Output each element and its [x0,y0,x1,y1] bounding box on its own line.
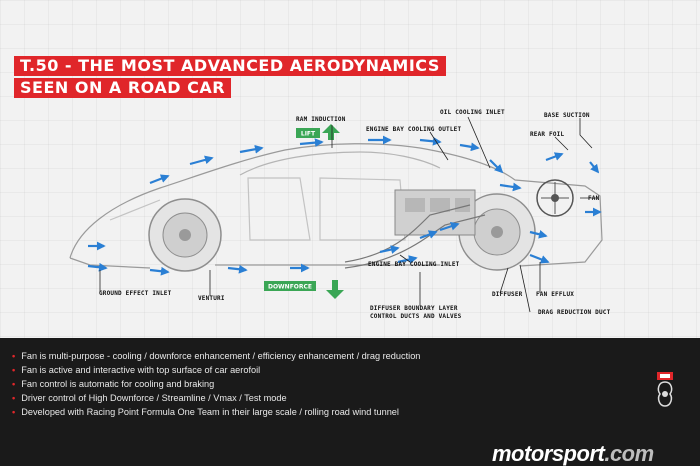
airflow-arrow [189,155,214,166]
rear-wheel [458,193,536,271]
bullet-dot-icon: • [12,379,16,389]
label-venturi: VENTURI [198,295,225,302]
label-ram-induction: RAM INDUCTION [296,116,346,123]
callout-lines [99,116,598,313]
airflow-arrow [149,266,170,276]
label-rear-foil: REAR FOIL [530,131,564,138]
label-fan: FAN [588,195,600,202]
title-line-1: T.50 - THE MOST ADVANCED AERODYNAMICS [14,56,446,76]
bullet-item: •Developed with Racing Point Formula One… [12,407,399,417]
airflow-arrows [87,135,602,276]
airflow-arrow [589,161,600,174]
engine-block [394,189,476,236]
label-base-suction: BASE SUCTION [544,112,590,119]
bullet-item: •Fan is multi-purpose - cooling / downfo… [12,351,421,361]
bullet-dot-icon: • [12,365,16,375]
label-fan-efflux: FAN EFFLUX [536,291,574,298]
airflow-arrow [419,230,438,240]
airflow-arrow [227,264,248,274]
lift-arrow: LIFT [296,124,340,140]
bullet-item: •Fan is active and interactive with top … [12,365,261,375]
bullet-item: •Driver control of High Downforce / Stre… [12,393,287,403]
airflow-arrow [239,144,264,154]
airflow-arrow [149,174,170,185]
motorsport-logo: motorsport.com [492,443,692,465]
airflow-arrow [529,253,550,264]
airflow-arrow [545,152,564,162]
airflow-arrow [499,182,522,192]
car-body [69,143,603,269]
bullet-list: •Fan is multi-purpose - cooling / downfo… [12,349,420,419]
brand-name: motorsport [492,441,605,466]
label-diffuser-boundary-line-2: CONTROL DUCTS AND VALVES [370,313,462,320]
label-diffuser-boundary-line-1: DIFFUSER BOUNDARY LAYER [370,305,458,312]
info-panel: •Fan is multi-purpose - cooling / downfo… [0,338,700,466]
brand-domain: .com [604,441,654,466]
airflow-arrow [439,222,460,232]
label-diffuser: DIFFUSER [492,291,523,298]
airflow-arrow [529,230,548,239]
lift-label: LIFT [301,131,316,138]
underfloor-duct [344,204,486,269]
car-aero-diagram: LIFT DOWNFORCE RAM INDUCTION ENGINE BAY … [69,109,611,320]
bullet-dot-icon: • [12,351,16,361]
airflow-arrow [87,262,108,272]
front-wheel [148,198,222,272]
airflow-arrow [299,138,324,148]
airflow-arrow [459,142,480,152]
bullet-item: •Fan control is automatic for cooling an… [12,379,215,389]
title-line-2: SEEN ON A ROAD CAR [14,78,232,98]
team-crest-icon [657,372,673,407]
label-engine-bay-cooling-outlet: ENGINE BAY COOLING OUTLET [366,126,461,133]
downforce-label: DOWNFORCE [268,284,312,291]
label-oil-cooling-inlet: OIL COOLING INLET [440,109,505,116]
downforce-arrow: DOWNFORCE [264,280,344,299]
bullet-dot-icon: • [12,393,16,403]
airflow-arrow [379,245,400,254]
diagram-title: T.50 - THE MOST ADVANCED AERODYNAMICS SE… [14,56,446,100]
label-ground-effect-inlet: GROUND EFFECT INLET [99,290,172,297]
bullet-dot-icon: • [12,407,16,417]
airflow-arrow [419,136,442,146]
label-engine-bay-cooling-inlet: ENGINE BAY COOLING INLET [368,261,460,268]
rear-fan [536,179,574,217]
airflow-arrow [489,159,504,174]
label-drag-reduction-duct: DRAG REDUCTION DUCT [538,309,611,316]
